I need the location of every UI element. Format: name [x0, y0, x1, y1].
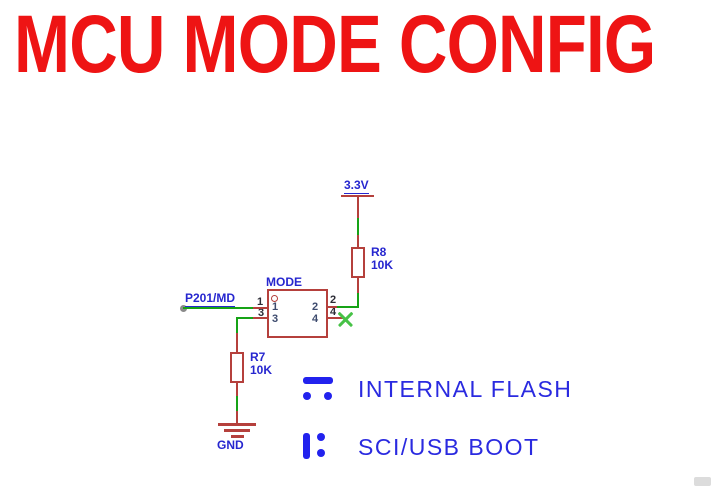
legend-internal-flash-label: INTERNAL FLASH: [358, 376, 573, 402]
page-title: MCU MODE CONFIG: [14, 0, 656, 90]
pad-number-3: 3: [258, 307, 265, 319]
pin-stub-4: [328, 317, 343, 319]
corner-fragment: [694, 477, 711, 486]
no-connect-icon: [337, 311, 354, 328]
r7-value-label: 10K: [250, 363, 273, 377]
r7-ref-label: R7: [250, 350, 266, 364]
net-wire: [357, 293, 359, 308]
net-wire: [357, 218, 359, 235]
ground-symbol-bar: [218, 423, 256, 426]
r8-lead-bottom: [357, 278, 359, 293]
gnd-lead: [236, 411, 238, 424]
net-wire: [236, 317, 238, 333]
r8-lead-top: [357, 235, 359, 247]
net-wire: [337, 306, 359, 308]
ground-symbol-bar: [224, 429, 250, 432]
pin-stub-2: [328, 306, 337, 308]
resistor-r7: [230, 352, 244, 383]
net-wire: [183, 307, 253, 309]
pin-name-1: 1: [272, 301, 279, 313]
pin-stub-3: [253, 317, 267, 319]
net-wire: [236, 396, 238, 411]
legend-sci-usb-boot-label: SCI/USB BOOT: [358, 434, 540, 460]
pin-name-4: 4: [312, 313, 319, 325]
pad-number-2: 2: [330, 294, 337, 306]
pin-name-3: 3: [272, 313, 279, 325]
resistor-r8: [351, 247, 365, 278]
r8-value-label: 10K: [371, 258, 394, 272]
net-wire: [237, 317, 253, 319]
r7-lead-bottom: [236, 383, 238, 396]
ground-net-label: GND: [217, 438, 244, 452]
r8-ref-label: R8: [371, 245, 387, 259]
power-net-label: 3.3V: [344, 178, 369, 194]
pin-stub-1: [253, 307, 267, 309]
pad-number-4: 4: [330, 306, 337, 318]
power-rail-symbol: [341, 195, 374, 197]
pin-name-2: 2: [312, 301, 319, 313]
connector-name-label: MODE: [266, 275, 302, 289]
pad-number-1: 1: [257, 296, 264, 308]
power-lead: [357, 197, 359, 218]
signal-net-label: P201/MD: [185, 291, 236, 307]
r7-lead-top: [236, 333, 238, 352]
ground-symbol-bar: [231, 435, 244, 438]
pin1-indicator-icon: [271, 295, 278, 302]
